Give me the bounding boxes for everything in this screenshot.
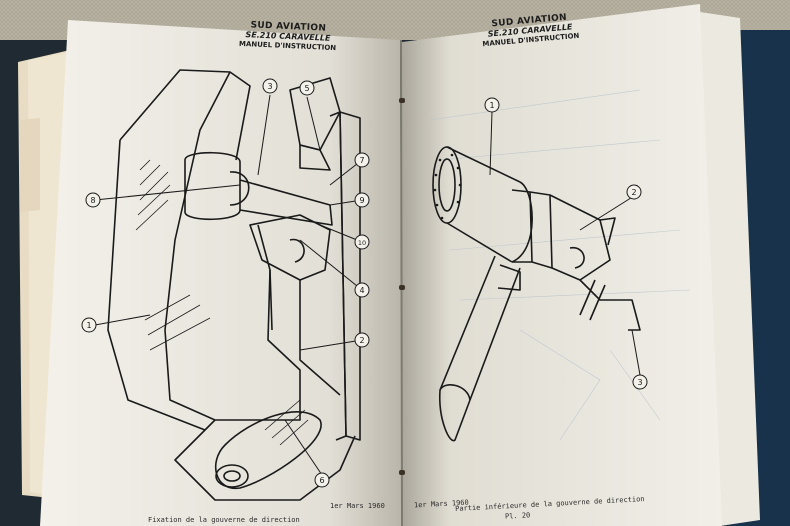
callout-r1 bbox=[484, 97, 500, 113]
callout-3-label: 3 bbox=[267, 82, 272, 91]
right-callouts bbox=[484, 97, 648, 390]
rudder-lower-part-drawing bbox=[432, 146, 641, 442]
callout-6 bbox=[314, 472, 330, 488]
callout-4-label: 4 bbox=[359, 286, 364, 295]
callout-1 bbox=[81, 317, 97, 333]
callout-2 bbox=[354, 332, 370, 348]
callout-5 bbox=[299, 80, 315, 96]
callout-7-label: 7 bbox=[359, 156, 364, 165]
callout-r3 bbox=[632, 374, 648, 390]
callout-3 bbox=[262, 78, 278, 94]
callout-r2-label: 2 bbox=[631, 188, 636, 197]
gutter bbox=[400, 39, 403, 526]
binder-rings bbox=[399, 98, 405, 475]
callout-9-label: 9 bbox=[359, 196, 364, 205]
left-callouts bbox=[81, 78, 370, 488]
callout-9 bbox=[354, 192, 370, 208]
callout-10-label: 10 bbox=[358, 239, 366, 247]
callout-1-label: 1 bbox=[86, 321, 91, 330]
callout-8-label: 8 bbox=[90, 196, 95, 205]
callout-10 bbox=[354, 234, 370, 250]
callout-r2 bbox=[626, 184, 642, 200]
left-page bbox=[40, 20, 402, 526]
right-page bbox=[402, 4, 722, 526]
left-caption: Fixation de la gouverne de direction bbox=[148, 516, 300, 524]
callout-6-label: 6 bbox=[319, 476, 324, 485]
right-plate: Pl. 20 bbox=[504, 511, 531, 521]
rudder-attachment-drawing bbox=[107, 69, 361, 501]
callout-5-label: 5 bbox=[304, 84, 309, 93]
left-date: 1er Mars 1960 bbox=[330, 502, 385, 510]
callout-4 bbox=[354, 282, 370, 298]
callout-2-label: 2 bbox=[359, 336, 364, 345]
callout-r1-label: 1 bbox=[489, 101, 494, 110]
callout-7 bbox=[354, 152, 370, 168]
callout-r3-label: 3 bbox=[637, 378, 642, 387]
callout-8 bbox=[85, 192, 101, 208]
